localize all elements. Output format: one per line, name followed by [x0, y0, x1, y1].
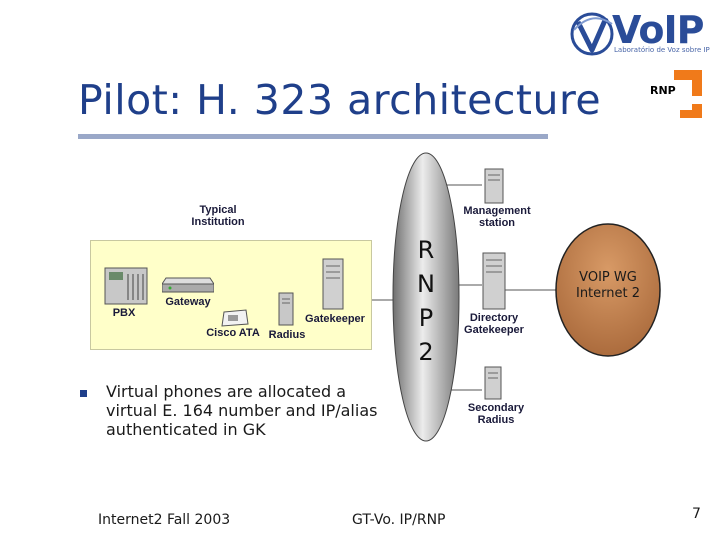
institution-label: Typical Institution	[191, 204, 245, 228]
secondary-radius-server-icon	[484, 366, 502, 400]
rnp2-letter-p: P	[418, 304, 434, 332]
gatekeeper-server-icon	[322, 258, 344, 310]
rnp-logo	[648, 66, 706, 122]
rnp2-backbone-oval	[392, 152, 460, 442]
ip-phone-icon	[221, 309, 249, 327]
voip-wg-cloud	[555, 223, 661, 357]
pbx-icon	[104, 267, 148, 305]
title-underline	[78, 134, 548, 139]
radius-label: Radius	[268, 329, 306, 341]
management-server-icon	[484, 168, 504, 204]
radius-server-icon	[278, 292, 294, 326]
management-station-label: Management station	[463, 205, 531, 229]
voip-logo-text: VoIP	[612, 8, 704, 52]
bullet-marker	[80, 390, 87, 397]
page-number: 7	[692, 506, 701, 522]
voip-logo	[570, 12, 614, 56]
slide-title: Pilot: H. 323 architecture	[78, 76, 602, 124]
secondary-radius-label: Secondary Radius	[467, 402, 525, 426]
voip-wg-cloud-label: VOIP WG Internet 2	[575, 270, 641, 301]
directory-gatekeeper-server-icon	[482, 252, 506, 310]
gateway-icon	[162, 277, 214, 293]
rnp2-letter-2: 2	[418, 338, 434, 366]
rnp2-letter-n: N	[417, 270, 435, 298]
footer-center: GT-Vo. IP/RNP	[352, 512, 446, 528]
gatekeeper-label: Gatekeeper	[305, 313, 365, 325]
voip-logo-subtitle: Laboratório de Voz sobre IP	[614, 46, 710, 54]
footer-left: Internet2 Fall 2003	[98, 512, 231, 528]
rnp2-letter-r: R	[417, 236, 435, 264]
cisco-ata-label: Cisco ATA	[206, 327, 260, 339]
rnp-logo-text: RNP	[650, 84, 676, 97]
pbx-label: PBX	[112, 307, 136, 319]
gateway-label: Gateway	[165, 296, 211, 308]
bullet-text: Virtual phones are allocated a virtual E…	[106, 382, 378, 439]
directory-gatekeeper-label: Directory Gatekeeper	[464, 312, 524, 336]
